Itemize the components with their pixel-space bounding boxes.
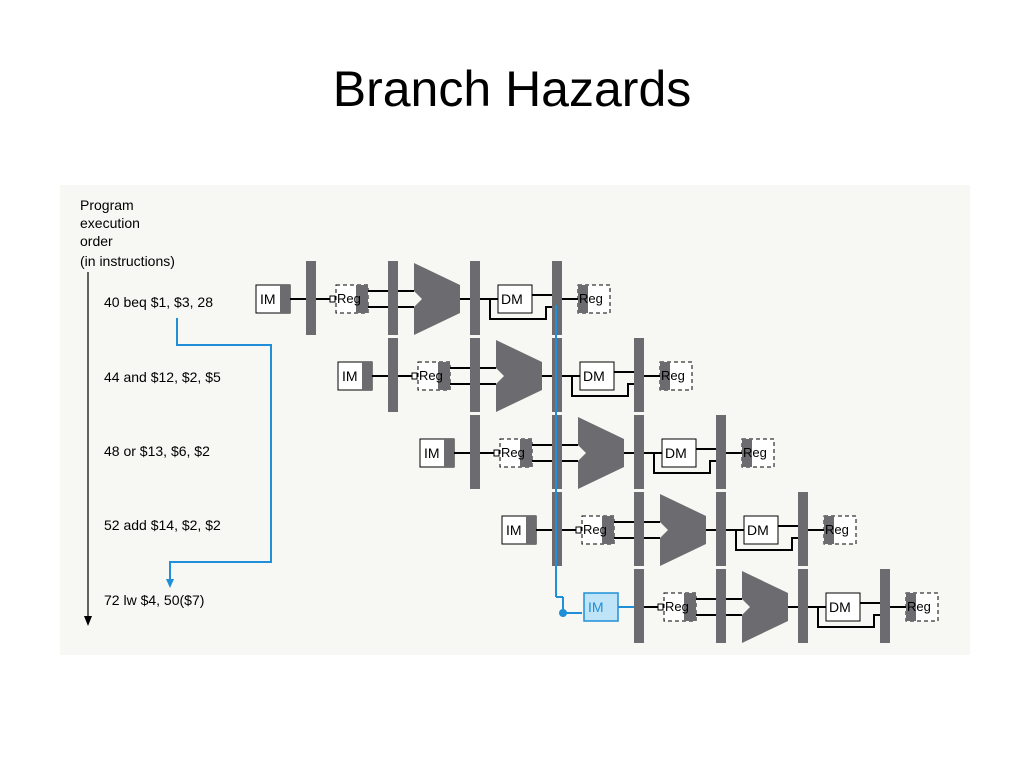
dm-box	[825, 592, 861, 622]
reg-write-label: Reg	[743, 445, 767, 460]
instruction-label-3: 48 or $13, $6, $2	[104, 443, 210, 459]
pipeline-register-1	[306, 261, 316, 335]
im-box	[583, 592, 619, 622]
pipeline-register-4	[880, 569, 890, 643]
pipeline-register-1	[470, 415, 480, 489]
alu	[742, 571, 788, 643]
pipeline-row-4: IM Reg DM Reg	[501, 492, 857, 566]
instruction-label-5: 72 lw $4, 50($7)	[104, 592, 204, 608]
pipeline-register-2	[388, 261, 398, 335]
pipeline-row-5: IM Reg DM Reg	[583, 569, 939, 643]
pipeline-register-1	[388, 338, 398, 412]
axis-label-line-2: execution	[80, 215, 140, 231]
pipeline-register-2	[716, 569, 726, 643]
dm-box	[497, 284, 533, 314]
instruction-label-2: 44 and $12, $2, $5	[104, 369, 221, 385]
reg-read-shade	[684, 593, 696, 621]
pipeline-register-4	[798, 492, 808, 566]
reg-read-shade	[520, 439, 532, 467]
alu	[496, 340, 542, 412]
dm-bypass-wire	[735, 530, 798, 551]
alu	[578, 417, 624, 489]
dm-bypass-wire	[653, 453, 716, 474]
pipeline-row-1: IM Reg DM Reg	[255, 261, 611, 335]
slide-title: Branch Hazards	[332, 61, 692, 117]
im-label: IM	[342, 368, 358, 384]
reg-port	[493, 449, 500, 457]
dm-bypass-wire	[489, 299, 552, 320]
axis-label-line-1: Program	[80, 197, 134, 213]
dm-label: DM	[583, 368, 605, 384]
dm-box	[661, 438, 697, 468]
pipeline-register-3	[798, 569, 808, 643]
reg-write-label: Reg	[661, 368, 685, 383]
pipeline-register-4	[634, 338, 644, 412]
dm-label: DM	[829, 599, 851, 615]
reg-write-shade	[824, 516, 834, 544]
reg-read-shade	[438, 362, 450, 390]
reg-read-label: Reg	[501, 445, 525, 460]
reg-write-shade	[660, 362, 670, 390]
reg-write-shade	[906, 593, 916, 621]
reg-port	[329, 295, 336, 303]
reg-write-label: Reg	[825, 522, 849, 537]
pipeline-register-4	[716, 415, 726, 489]
im-box-shade	[362, 362, 372, 390]
im-label: IM	[424, 445, 440, 461]
reg-read-shade	[356, 285, 368, 313]
im-label: IM	[260, 291, 276, 307]
reg-write-label: Reg	[579, 291, 603, 306]
pipeline-register-3	[470, 261, 480, 335]
reg-read-label: Reg	[583, 522, 607, 537]
pipeline-register-4	[552, 261, 562, 335]
im-box-shade	[444, 439, 454, 467]
reg-port	[575, 526, 582, 534]
instruction-label-4: 52 add $14, $2, $2	[104, 517, 221, 533]
im-box-shade	[280, 285, 290, 313]
program-order-arrowhead	[84, 616, 92, 626]
dm-box	[743, 515, 779, 545]
pipeline-register-1	[634, 569, 644, 643]
axis-label-line-3: order	[80, 233, 113, 249]
pipeline-diagram-panel	[60, 185, 970, 655]
pipeline-register-3	[634, 415, 644, 489]
dm-bypass-wire	[817, 607, 880, 628]
reg-read-label: Reg	[337, 291, 361, 306]
pipeline-register-2	[634, 492, 644, 566]
im-box-shade	[526, 516, 536, 544]
dm-box	[579, 361, 615, 391]
pipeline-row-2: IM Reg DM Reg	[337, 338, 693, 412]
reg-read-label: Reg	[419, 368, 443, 383]
dm-bypass-wire	[571, 376, 634, 397]
pipeline-register-2	[470, 338, 480, 412]
im-label: IM	[588, 599, 604, 615]
dm-label: DM	[747, 522, 769, 538]
dm-label: DM	[501, 291, 523, 307]
reg-write-shade	[578, 285, 588, 313]
axis-label-line-4: (in instructions)	[80, 253, 175, 269]
branch-target-path	[169, 318, 272, 580]
reg-read-shade	[602, 516, 614, 544]
reg-port	[411, 372, 418, 380]
im-label: IM	[506, 522, 522, 538]
branch-target-arrowhead	[166, 579, 174, 588]
dm-label: DM	[665, 445, 687, 461]
pipeline-row-3: IM Reg DM Reg	[419, 415, 775, 489]
reg-write-label: Reg	[907, 599, 931, 614]
instruction-label-1: 40 beq $1, $3, 28	[104, 294, 213, 310]
pipeline-register-3	[716, 492, 726, 566]
reg-port	[657, 603, 664, 611]
alu	[660, 494, 706, 566]
reg-read-label: Reg	[665, 599, 689, 614]
reg-write-shade	[742, 439, 752, 467]
alu	[414, 263, 460, 335]
